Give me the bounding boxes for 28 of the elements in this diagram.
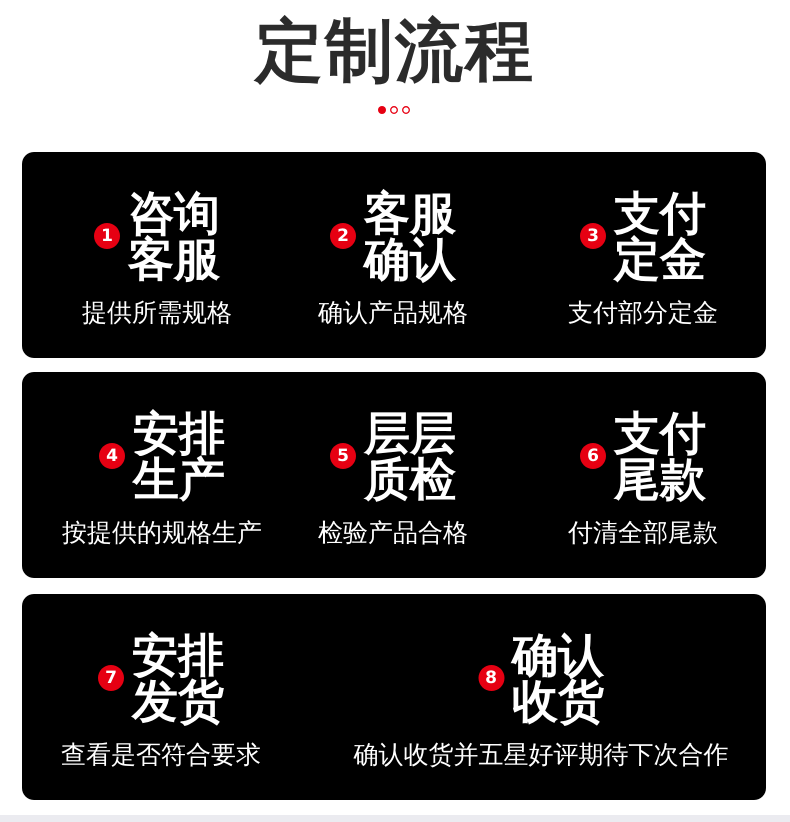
page-title: 定制流程 (252, 14, 536, 90)
number-badge: 1 (94, 223, 120, 249)
step-title: 支付尾款 (614, 410, 706, 502)
step-description: 提供所需规格 (82, 298, 232, 328)
step-description: 付清全部尾款 (568, 518, 718, 548)
step-description: 查看是否符合要求 (61, 740, 261, 770)
step-title: 安排发货 (132, 632, 224, 724)
step-description: 按提供的规格生产 (62, 518, 262, 548)
step-title: 客服确认 (364, 190, 456, 282)
step-description: 检验产品合格 (318, 518, 468, 548)
number-badge: 7 (98, 665, 124, 691)
number-badge: 4 (99, 443, 125, 469)
step-description: 确认收货并五星好评期待下次合作 (354, 740, 728, 770)
number-badge: 2 (330, 223, 356, 249)
number-badge: 5 (330, 443, 356, 469)
step-panel (22, 152, 766, 358)
number-badge: 8 (478, 665, 504, 691)
number-badge: 3 (580, 223, 606, 249)
step-title: 确认收货 (512, 632, 604, 724)
step-title: 支付定金 (614, 190, 706, 282)
step-title: 层层质检 (364, 410, 456, 502)
step-panel (22, 594, 766, 800)
step-title: 咨询客服 (128, 190, 220, 282)
step-panel (22, 372, 766, 578)
number-badge: 6 (580, 443, 606, 469)
step-title: 安排生产 (133, 410, 225, 502)
step-description: 支付部分定金 (568, 298, 718, 328)
step-description: 确认产品规格 (318, 298, 468, 328)
